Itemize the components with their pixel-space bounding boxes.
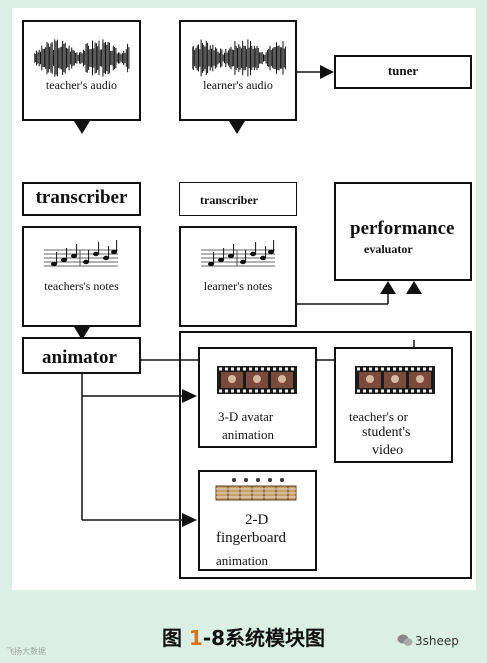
arrow-learner-audio-down: [229, 121, 245, 134]
transcriber-right-label: transcriber: [200, 193, 258, 207]
music-notes-icon: [44, 240, 118, 267]
caption-suffix: -8系统模块图: [202, 626, 326, 650]
teacher-audio-label: teacher's audio: [45, 78, 118, 92]
teacher-notes-label: teachers's notes: [44, 279, 119, 293]
performance-evaluator-box: [334, 182, 472, 281]
tuner-label: tuner: [387, 63, 419, 78]
arrow-teacher-notes-down: [74, 327, 90, 340]
wechat-icon: [397, 634, 413, 646]
animator-label: animator: [42, 347, 117, 368]
arrow-to-avatar: [182, 389, 197, 403]
transcriber-left-box: [22, 182, 141, 216]
animator-box: [22, 337, 141, 374]
arrow-up-evaluator-2: [406, 281, 422, 294]
fingerboard-line2: fingerboard: [216, 530, 286, 546]
arrow-to-fingerboard: [182, 513, 197, 527]
learner-notes-label: learner's notes: [203, 279, 273, 293]
avatar-animation-box: [198, 347, 317, 448]
performance-label: performance: [350, 218, 455, 239]
learner-audio-label: learner's audio: [203, 78, 273, 92]
audio-waveform-icon: [192, 39, 286, 77]
music-notes-icon: [201, 240, 275, 267]
arrow-teacher-audio-down: [74, 121, 90, 134]
animation-group-box: [179, 331, 472, 579]
video-line1: teacher's or: [349, 409, 409, 424]
teacher-notes-box: [22, 226, 141, 327]
transcriber-left-label: transcriber: [35, 187, 128, 208]
film-strip-icon: [355, 366, 435, 394]
audio-waveform-icon: [34, 39, 130, 77]
fingerboard-line1: 2-D: [245, 512, 269, 528]
caption-prefix: 图: [161, 626, 189, 650]
video-line2: student's: [362, 425, 411, 440]
fingerboard-icon: [215, 478, 297, 501]
arrow-to-tuner: [320, 65, 334, 79]
avatar-animation-line1: 3-D avatar: [218, 409, 274, 424]
watermark-left: 飞扬大数据: [6, 647, 46, 656]
teacher-audio-box: [22, 20, 141, 121]
video-line3: video: [372, 443, 404, 458]
fingerboard-line3: animation: [216, 553, 268, 568]
arrow-up-evaluator-1: [380, 281, 396, 294]
avatar-animation-line2: animation: [222, 427, 274, 442]
watermark-right: 3sheep: [415, 634, 459, 648]
tuner-box: [334, 55, 472, 89]
film-strip-icon: [217, 366, 297, 394]
caption-number: 1: [188, 626, 203, 650]
learner-notes-box: [179, 226, 297, 327]
evaluator-label: evaluator: [364, 242, 413, 256]
figure-caption: 图 1-8系统模块图: [0, 622, 487, 651]
transcriber-right-box: [179, 182, 297, 216]
